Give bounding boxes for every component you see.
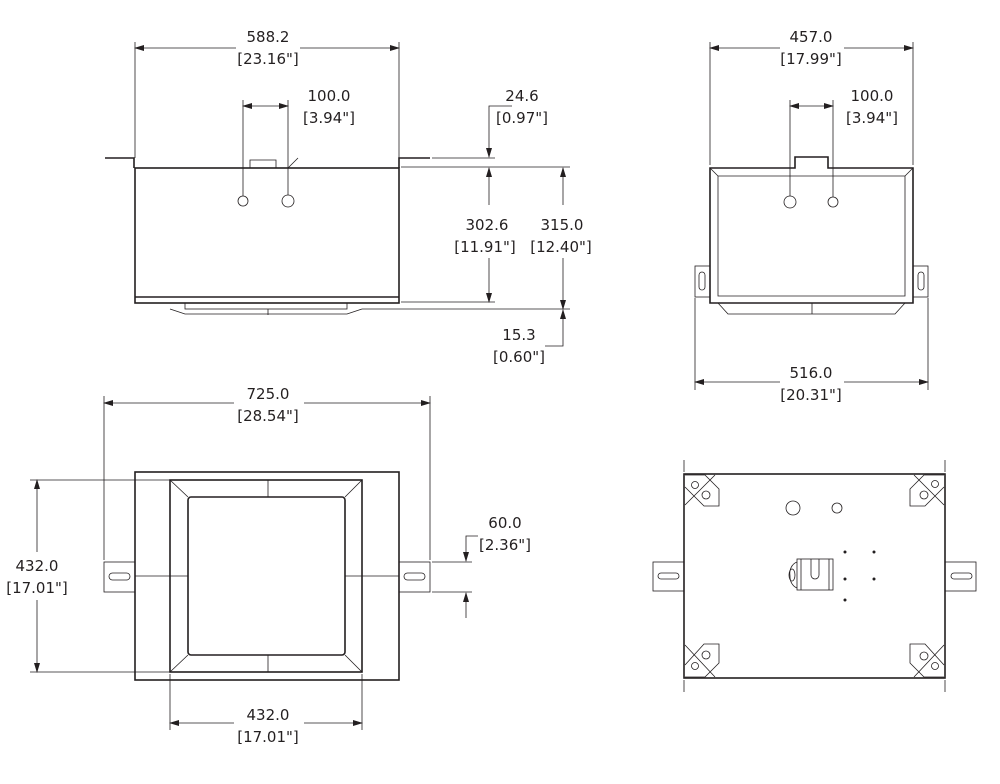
dim-side-hole-spacing-in: [3.94"] — [846, 109, 898, 127]
dim-body-height-mm: 302.6 — [466, 216, 509, 234]
dim-trim-tab-width-mm: 725.0 — [247, 385, 290, 403]
mounting-hole — [831, 502, 843, 514]
side-view: 457.0 [17.99"] 100.0 [3.94"] 516.0 [20.3… — [694, 26, 929, 406]
dim-trim-width-in: [17.01"] — [237, 728, 299, 746]
dim-tab-height-in: [2.36"] — [479, 536, 531, 554]
dim-side-tab-width-in: [20.31"] — [780, 386, 842, 404]
mounting-hole — [281, 194, 295, 208]
dim-trim-depth-mm: 15.3 — [502, 326, 535, 344]
top-plate-view — [652, 460, 977, 692]
dim-flange-offset-mm: 24.6 — [505, 87, 538, 105]
dim-front-hole-spacing-mm: 100.0 — [308, 87, 351, 105]
dim-side-hole-spacing-mm: 100.0 — [851, 87, 894, 105]
dim-front-hole-spacing-in: [3.94"] — [303, 109, 355, 127]
dim-trim-width-mm: 432.0 — [247, 706, 290, 724]
dim-body-height-in: [11.91"] — [454, 238, 516, 256]
dim-tab-height-mm: 60.0 — [488, 514, 521, 532]
dim-total-height-in: [12.40"] — [530, 238, 592, 256]
mounting-hole — [237, 195, 249, 207]
dim-side-width-mm: 457.0 — [790, 28, 833, 46]
dim-total-height-mm: 315.0 — [541, 216, 584, 234]
dim-front-width-mm: 588.2 — [247, 28, 290, 46]
dim-trim-height-mm: 432.0 — [16, 557, 59, 575]
dim-front-width-in: [23.16"] — [237, 50, 299, 68]
mounting-hole — [785, 500, 801, 516]
dim-trim-depth-in: [0.60"] — [493, 348, 545, 366]
dim-flange-offset-in: [0.97"] — [496, 109, 548, 127]
front-view: 588.2 [23.16"] 100.0 [3.94"] 24.6 [0.97"… — [105, 26, 592, 366]
dim-trim-tab-width-in: [28.54"] — [237, 407, 299, 425]
dim-side-width-in: [17.99"] — [780, 50, 842, 68]
trim-view: 725.0 [28.54"] 432.0 [17.01"] 432.0 [17.… — [6, 383, 531, 747]
dim-side-tab-width-mm: 516.0 — [790, 364, 833, 382]
dim-trim-height-in: [17.01"] — [6, 579, 68, 597]
